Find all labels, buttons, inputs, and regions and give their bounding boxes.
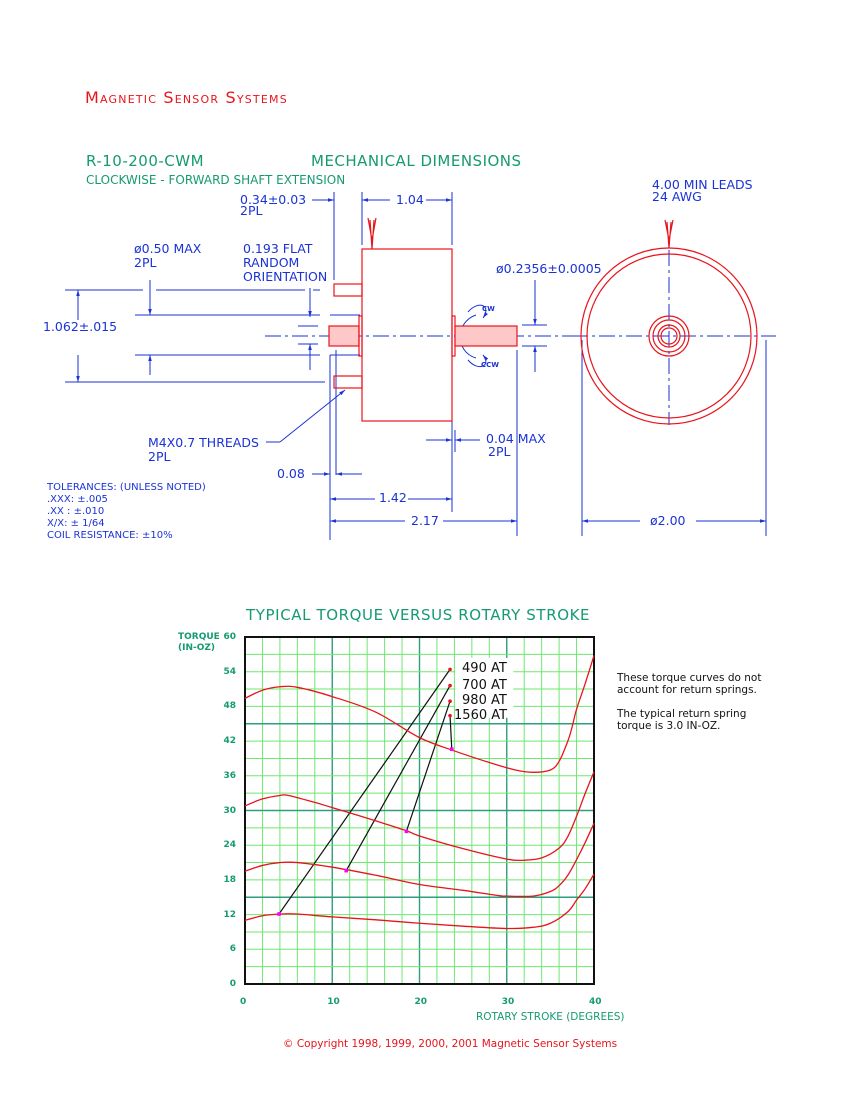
shaft-diameter-label: ø0.2356±0.0005: [496, 261, 602, 276]
y-tick-label: 0: [229, 979, 236, 989]
rotation-cw-label: CW: [482, 305, 495, 313]
legend-leader-line: [405, 701, 451, 832]
flat-label-3: ORIENTATION: [243, 269, 328, 284]
y-tick-label: 12: [223, 909, 236, 920]
series-marker: [449, 747, 454, 751]
rear-shaft: [328, 325, 360, 347]
tolerance-line: .XX : ±.010: [47, 506, 105, 517]
y-axis-label-line2: (IN-OZ): [178, 643, 216, 653]
leads-label-2: 24 AWG: [652, 189, 702, 204]
y-tick-label: 54: [223, 666, 236, 677]
series-marker: [277, 912, 281, 916]
y-tick-label: 36: [223, 770, 236, 781]
boss-diameter-label: ø0.50 MAX: [134, 241, 202, 256]
rotation-ccw-label: CCW: [481, 361, 499, 369]
boss-diameter-qty: 2PL: [134, 255, 157, 270]
legend-dot: [448, 699, 452, 703]
y-tick-label: 42: [223, 736, 236, 747]
y-tick-label: 6: [229, 944, 236, 955]
series-line-980-at: [244, 771, 595, 862]
mount-spacing-label: 1.062±.015: [43, 319, 118, 334]
overall-body-label: 1.42: [379, 490, 407, 505]
note-1-line-2: account for return springs.: [617, 684, 757, 696]
y-tick-label: 24: [223, 840, 236, 851]
part-number: R-10-200-CWM: [86, 152, 205, 170]
legend-label: 490 AT: [462, 661, 507, 677]
lead-wire-end: [664, 219, 674, 249]
note-2-line-2: torque is 3.0 IN-OZ.: [617, 720, 721, 732]
tolerance-line: COIL RESISTANCE: ±10%: [47, 530, 173, 541]
plot-frame: [244, 636, 595, 985]
legend-dot: [448, 683, 452, 688]
lead-wire: [367, 217, 377, 250]
note-2-line-1: The typical return spring: [617, 708, 747, 720]
threads-label: M4X0.7 THREADS: [148, 435, 259, 450]
y-tick-label: 48: [223, 701, 236, 712]
y-tick-label: 60: [223, 632, 236, 642]
legend-dot: [448, 667, 452, 672]
x-tick-label: 0: [240, 997, 247, 1007]
copyright-footer: © Copyright 1998, 1999, 2000, 2001 Magne…: [283, 1038, 618, 1050]
solenoid-body: [361, 248, 453, 422]
leads-label-1: 4.00 MIN LEADS: [652, 177, 753, 192]
legend-label: 1560 AT: [454, 707, 508, 723]
front-shaft: [454, 325, 518, 347]
body-length-label: 1.04: [396, 192, 424, 207]
mechanical-drawing: [65, 192, 776, 540]
note-1-line-1: These torque curves do not: [617, 672, 762, 684]
x-tick-label: 40: [589, 997, 602, 1007]
series-line-490-at: [244, 873, 595, 930]
series-line-700-at: [244, 822, 595, 898]
overall-length-label: 2.17: [411, 513, 439, 528]
x-tick-label: 20: [414, 997, 428, 1007]
y-axis-label-line1: TORQUE: [178, 632, 220, 642]
legend-label: 980 AT: [462, 693, 507, 709]
tolerance-line: X/X: ± 1/64: [47, 518, 105, 529]
washer-label: 0.04 MAX: [486, 431, 546, 446]
mount-boss-top: [333, 283, 363, 297]
washer-qty: 2PL: [488, 444, 511, 459]
y-tick-label: 30: [223, 805, 236, 816]
drawing-title: MECHANICAL DIMENSIONS: [311, 152, 522, 170]
legend-leader-line: [345, 685, 451, 871]
tolerances-title: TOLERANCES: (UNLESS NOTED): [47, 482, 206, 493]
series-marker: [404, 829, 409, 834]
threads-qty: 2PL: [148, 449, 171, 464]
legend-leader-line: [449, 715, 453, 750]
shoulder-label: 0.08: [277, 466, 305, 481]
company-logo-text: Magnetic Sensor Systems: [85, 88, 288, 107]
flat-label-2: RANDOM: [243, 255, 300, 270]
legend-label: 700 AT: [462, 677, 507, 693]
y-axis-label: TORQUE (IN-OZ): [178, 632, 220, 654]
x-tick-label: 30: [501, 997, 515, 1007]
legend-leader-line: [278, 669, 451, 915]
mount-boss-bottom: [333, 375, 363, 389]
x-tick-label: 10: [327, 997, 340, 1007]
flange-offset-qty: 2PL: [240, 203, 263, 218]
flat-label-1: 0.193 FLAT: [243, 241, 313, 256]
legend-dot: [448, 713, 452, 718]
y-tick-label: 18: [223, 874, 236, 885]
flange-offset-label: 0.34±0.03: [240, 192, 307, 207]
series-marker: [344, 868, 349, 873]
tolerance-line: .XXX: ±.005: [47, 494, 108, 505]
chart-title: TYPICAL TORQUE VERSUS ROTARY STROKE: [246, 606, 591, 624]
outer-diameter-label: ø2.00: [650, 513, 686, 528]
series-line-1560-at: [244, 655, 595, 773]
leader-line: [279, 389, 346, 443]
drawing-subtitle: CLOCKWISE - FORWARD SHAFT EXTENSION: [86, 173, 346, 187]
x-axis-label: ROTARY STROKE (DEGREES): [476, 1011, 625, 1023]
